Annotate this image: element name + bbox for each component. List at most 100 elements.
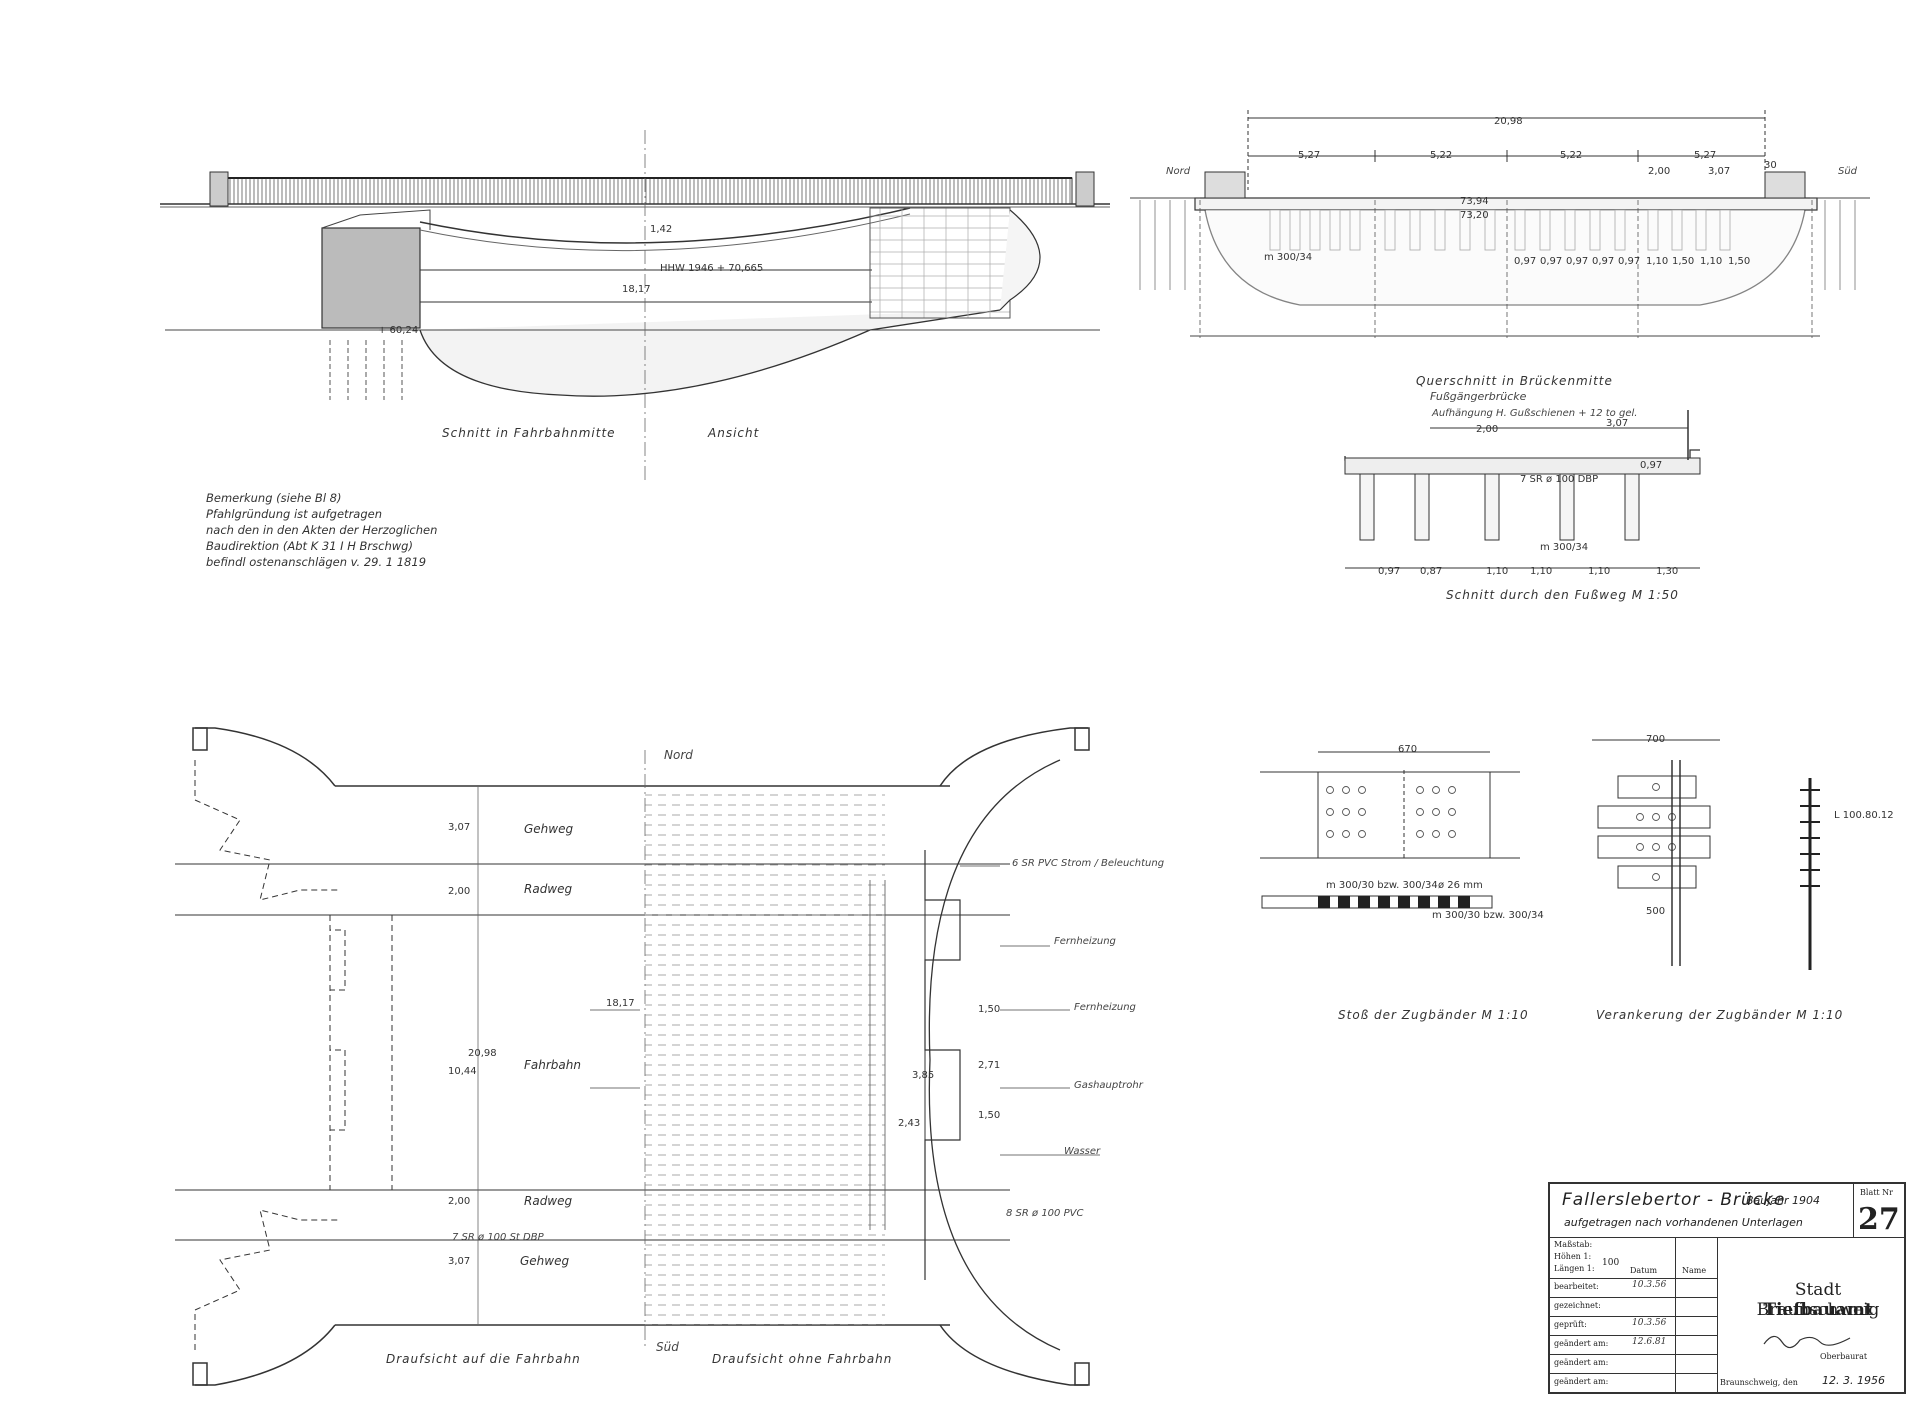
- title-block: Fallerslebertor - Brücke Baujahr 1904 au…: [1548, 1182, 1906, 1394]
- elevation-view: [160, 130, 1110, 480]
- detail-stoss-dim: 670: [1398, 744, 1418, 755]
- caption-cross-sub: Fußgängerbrücke: [1430, 390, 1527, 403]
- utility-heating-1: Fernheizung: [1054, 936, 1116, 947]
- issue-date: 12. 3. 1956: [1822, 1374, 1885, 1387]
- bearbeitet-date: 10.3.56: [1632, 1280, 1667, 1290]
- lane-gehweg-bottom: Gehweg: [520, 1254, 570, 1268]
- project-year: Baujahr 1904: [1746, 1194, 1821, 1207]
- label-south-plan: Süd: [656, 1340, 679, 1354]
- plan-w-fahr: 10,44: [448, 1066, 477, 1077]
- dim-p2: 0,97: [1540, 256, 1563, 267]
- detail-stoss-m2: m 300/30 bzw. 300/34: [1432, 910, 1544, 921]
- detail-stoss: [1260, 751, 1520, 909]
- sheet-number: 27: [1858, 1202, 1900, 1237]
- plan-w-bottom: 3,07: [448, 1256, 471, 1267]
- footway-w2: 3,07: [1606, 418, 1629, 429]
- row-geaendert-1: geändert am: 12.6.81: [1550, 1335, 1718, 1355]
- dim-p3: 0,97: [1566, 256, 1589, 267]
- dim-p8: 1,10: [1700, 256, 1723, 267]
- lane-radweg-top: Radweg: [524, 882, 573, 896]
- detail-profile: L 100.80.12: [1834, 810, 1894, 821]
- footway-b5: 1,10: [1588, 566, 1611, 577]
- department-office: Tiefbauamt: [1763, 1300, 1873, 1320]
- lane-fahrbahn: Fahrbahn: [524, 1058, 581, 1072]
- sheet-number-box: Blatt Nr 27: [1854, 1184, 1904, 1238]
- plan-m4: 1,50: [978, 1110, 1001, 1121]
- project-title: Fallerslebertor - Brücke: [1562, 1190, 1786, 1210]
- dim-base: + 60,24: [378, 325, 419, 336]
- dim-d7: 30: [1764, 160, 1777, 171]
- caption-section: Schnitt in Fahrbahnmitte: [442, 426, 616, 440]
- note-line-4: Baudirektion (Abt K 31 I H Brschwg): [206, 539, 413, 553]
- caption-cross-section: Querschnitt in Brückenmitte: [1416, 374, 1613, 388]
- label-north-plan: Nord: [664, 748, 693, 762]
- plan-m5: 2,43: [898, 1118, 921, 1129]
- detail-verankerung: [1592, 739, 1820, 970]
- department-city: Stadt Braunschweig: [1756, 1280, 1880, 1320]
- plan-w-top: 3,07: [448, 822, 471, 833]
- detail-anker-dim2: 500: [1646, 906, 1666, 917]
- dim-elev2: 73,20: [1460, 210, 1489, 221]
- note-line-2: Pfahlgründung ist aufgetragen: [206, 507, 383, 521]
- footway-b6: 1,30: [1656, 566, 1679, 577]
- plan-view: [175, 727, 1100, 1386]
- lengths-label: Längen 1:: [1554, 1264, 1595, 1273]
- caption-plan-right: Draufsicht ohne Fahrbahn: [712, 1352, 893, 1366]
- title-block-header: Fallerslebertor - Brücke Baujahr 1904 au…: [1550, 1184, 1854, 1238]
- note-line-1: Bemerkung (siehe Bl 8): [206, 491, 342, 505]
- footway-b2: 0,87: [1420, 566, 1443, 577]
- plan-span: 18,17: [606, 998, 635, 1009]
- footway-section: [1344, 410, 1701, 569]
- plan-m3: 1,50: [978, 1004, 1001, 1015]
- title-block-rows: [1550, 1238, 1676, 1392]
- dim-total: 20,98: [1494, 116, 1523, 127]
- plan-w-rad: 2,00: [448, 886, 471, 897]
- caption-footway: Schnitt durch den Fußweg M 1:50: [1446, 588, 1679, 602]
- footway-w3: 0,97: [1640, 460, 1663, 471]
- row-gezeichnet: gezeichnet:: [1550, 1297, 1718, 1317]
- place-label: Braunschweig, den: [1720, 1378, 1798, 1387]
- note-line-3: nach den in den Akten der Herzoglichen: [206, 523, 438, 537]
- dim-p7: 1,50: [1672, 256, 1695, 267]
- row-geprueft: geprüft: 10.3.56: [1550, 1316, 1718, 1336]
- name-header: Name: [1682, 1266, 1707, 1275]
- lane-gehweg-top: Gehweg: [524, 822, 574, 836]
- dim-d5: 2,00: [1648, 166, 1671, 177]
- sheet-label: Blatt Nr: [1860, 1188, 1894, 1197]
- dim-beam: m 300/34: [1264, 252, 1313, 263]
- dim-d3: 5,22: [1560, 150, 1583, 161]
- detail-stoss-m1: m 300/30 bzw. 300/34: [1326, 880, 1438, 891]
- row-geaendert-3: geändert am:: [1554, 1377, 1609, 1386]
- scale-label: Maßstab:: [1554, 1240, 1593, 1249]
- footway-b1: 0,97: [1378, 566, 1401, 577]
- utility-steel: 7 SR ø 100 St DBP: [452, 1232, 544, 1243]
- utility-gas: Gashauptrohr: [1074, 1080, 1143, 1091]
- project-subtitle: aufgetragen nach vorhandenen Unterlagen: [1564, 1216, 1803, 1229]
- dim-d6: 3,07: [1708, 166, 1731, 177]
- cross-section-view: [1130, 110, 1870, 338]
- footway-b3: 1,10: [1486, 566, 1509, 577]
- lane-radweg-bottom: Radweg: [524, 1194, 573, 1208]
- dim-p4: 0,97: [1592, 256, 1615, 267]
- utility-power: 6 SR PVC Strom / Beleuchtung: [1012, 858, 1165, 869]
- utility-water: Wasser: [1064, 1146, 1101, 1157]
- plan-m1: 3,85: [912, 1070, 935, 1081]
- caption-view: Ansicht: [708, 426, 760, 440]
- dim-p1: 0,97: [1514, 256, 1537, 267]
- label-north-section: Nord: [1166, 166, 1191, 177]
- dim-elev1: 73,94: [1460, 196, 1489, 207]
- scale-row: Maßstab: Höhen 1: Längen 1: 100 Datum Na…: [1550, 1238, 1718, 1279]
- footway-w1: 2,00: [1476, 424, 1499, 435]
- footway-beam: m 300/34: [1540, 542, 1589, 553]
- caption-stoss: Stoß der Zugbänder M 1:10: [1338, 1008, 1529, 1022]
- dim-p5: 0,97: [1618, 256, 1641, 267]
- dim-d1: 5,27: [1298, 150, 1321, 161]
- scale-value: 100: [1602, 1258, 1620, 1268]
- dim-crown: 1,42: [650, 224, 673, 235]
- date-header: Datum: [1630, 1266, 1658, 1275]
- dim-d2: 5,22: [1430, 150, 1453, 161]
- plan-w-rad2: 2,00: [448, 1196, 471, 1207]
- dim-p9: 1,50: [1728, 256, 1751, 267]
- geprueft-date: 10.3.56: [1632, 1318, 1667, 1328]
